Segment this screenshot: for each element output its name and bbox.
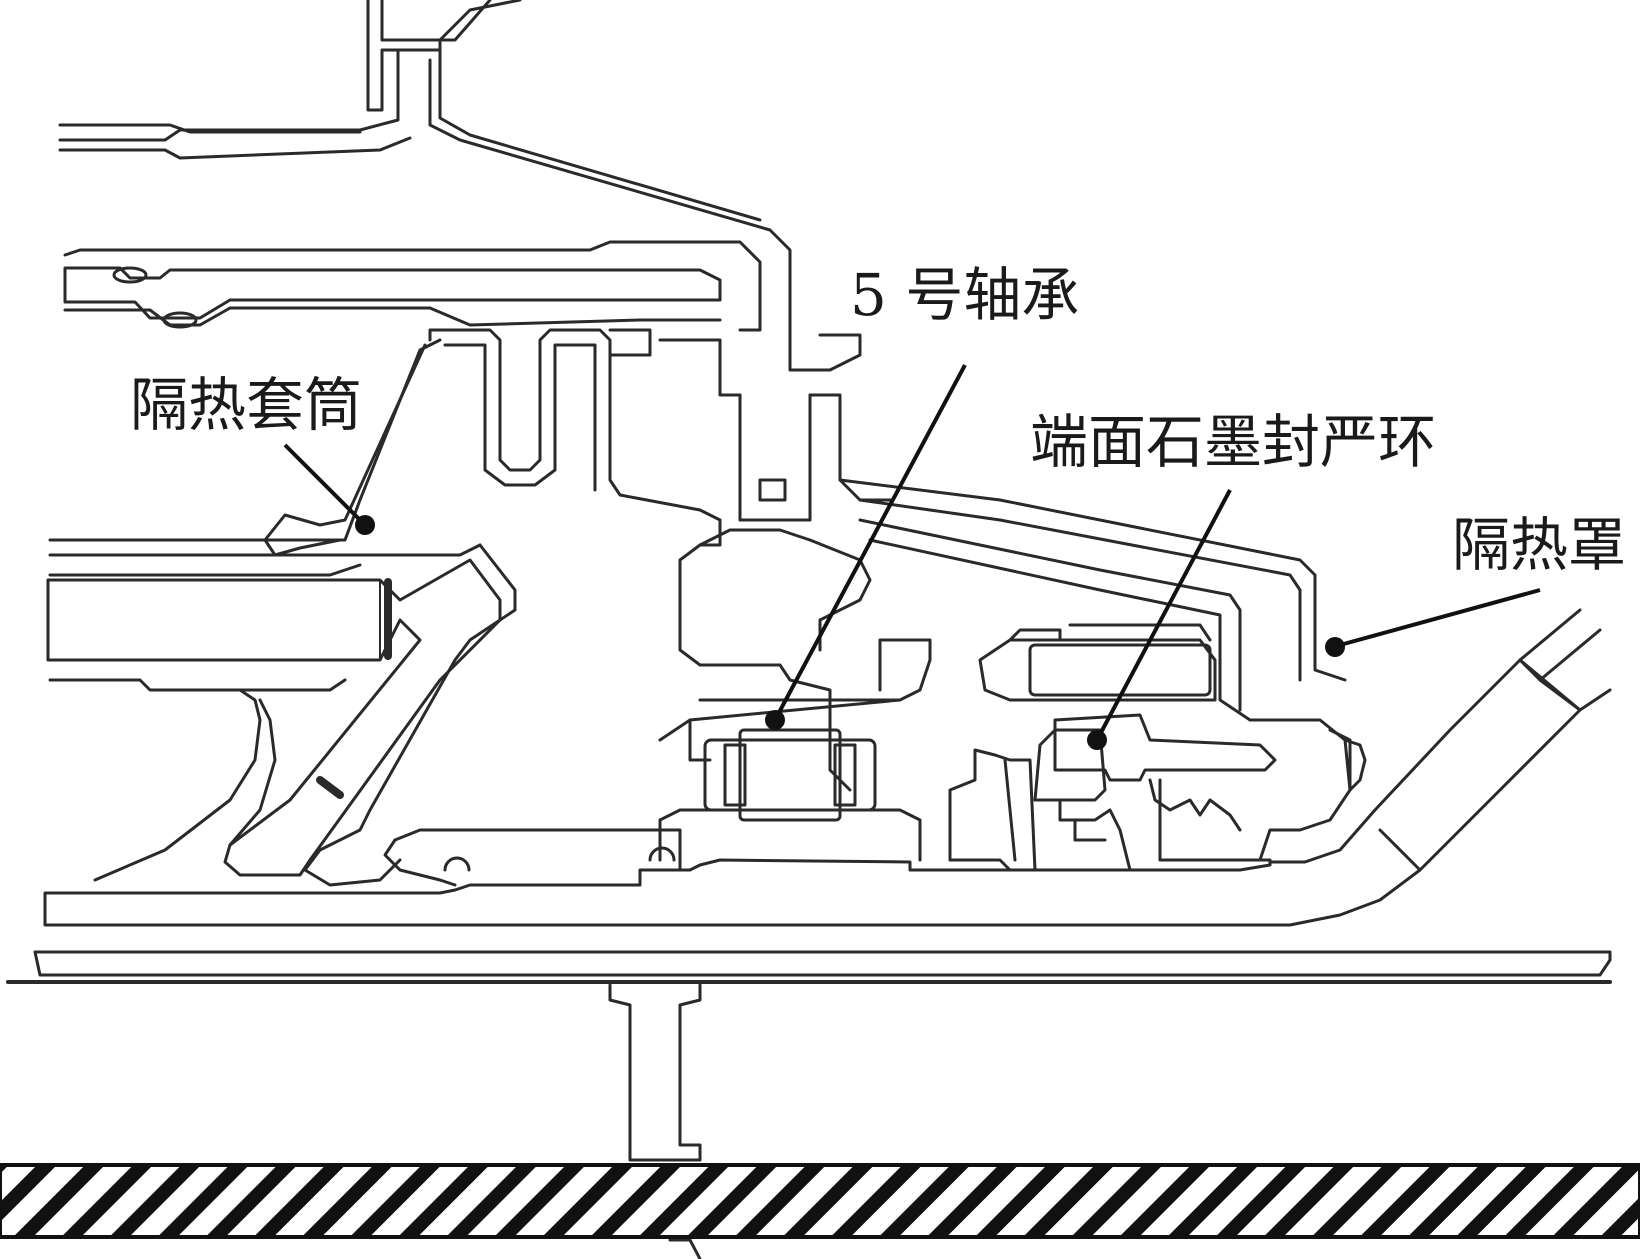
main-shaft — [43, 608, 1612, 927]
bellows-structure — [428, 328, 742, 522]
label-graphite-seal: 端面石墨封严环 — [1030, 408, 1436, 476]
outer-casing-hatched — [0, 1163, 1640, 1239]
heat-insulation-sleeve — [48, 338, 482, 577]
lower-stem — [608, 983, 702, 1259]
shaft-nut — [383, 828, 682, 887]
leader-lines — [283, 364, 1541, 750]
graphite-seal-assembly — [948, 623, 1367, 872]
heat-shield — [838, 478, 1347, 722]
lower-shaft — [6, 950, 1612, 984]
bearing-housing — [658, 333, 932, 792]
label-heat-shield: 隔热罩 — [1452, 511, 1626, 579]
upper-flange — [63, 240, 762, 332]
label-heat-sleeve: 隔热套筒 — [130, 371, 362, 439]
oil-pipe-yellow — [46, 558, 502, 877]
left-inner-frame — [48, 543, 517, 887]
upper-casing-structure — [58, 0, 822, 372]
label-bearing-5: 5 号轴承 — [850, 261, 1079, 329]
bearing-5-assembly — [658, 728, 922, 862]
